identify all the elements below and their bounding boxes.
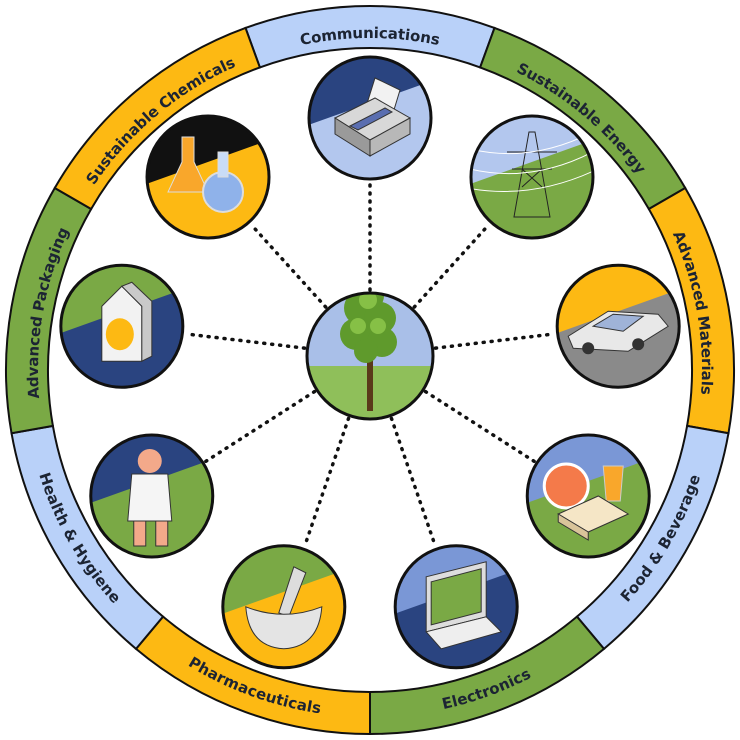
connector-line [249, 222, 328, 309]
connector-lines [183, 180, 557, 549]
icon-circles [59, 55, 681, 670]
connector-line [412, 222, 491, 309]
connector-line [423, 389, 537, 464]
food-icon [525, 433, 651, 559]
connector-line [389, 416, 438, 549]
printer-icon [307, 55, 433, 181]
tree-icon [305, 291, 435, 421]
milk-carton-icon [59, 263, 185, 389]
flasks-icon [145, 114, 271, 240]
connector-line [183, 332, 307, 350]
mortar-pestle-icon [221, 544, 347, 670]
connector-line [433, 332, 557, 350]
power-tower-icon [469, 114, 595, 240]
sector-8 [53, 26, 262, 211]
medical-person-icon [89, 433, 215, 559]
connector-line [302, 416, 351, 549]
car-icon [555, 263, 681, 389]
connector-line [203, 389, 317, 464]
laptop-icon [393, 544, 519, 670]
